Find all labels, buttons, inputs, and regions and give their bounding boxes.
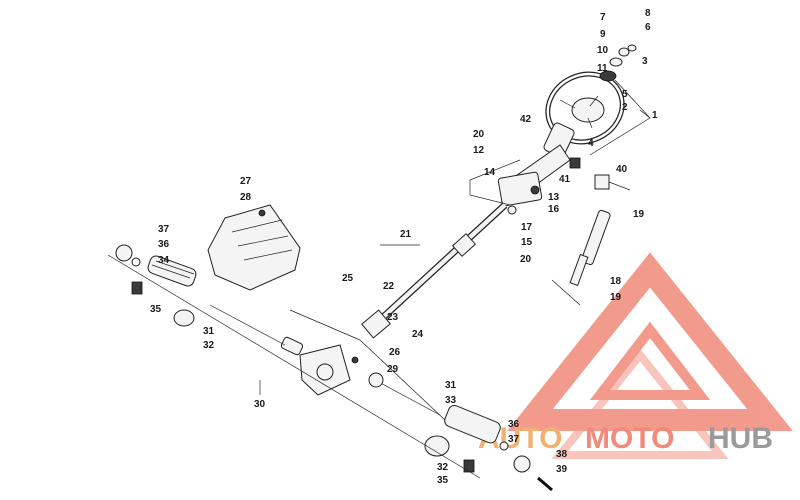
callout-25: 25 (342, 273, 354, 284)
callout-15: 15 (521, 237, 533, 248)
callout-labels: 1 2 3 4 5 6 7 8 9 10 11 12 13 14 15 16 1… (150, 8, 658, 486)
callout-6: 6 (645, 22, 651, 33)
callout-4: 4 (588, 138, 594, 149)
callout-9: 9 (600, 29, 606, 40)
watermark-word-moto: MOTO (585, 422, 674, 455)
callout-36-left: 36 (158, 239, 170, 250)
callout-24: 24 (412, 329, 424, 340)
callout-18: 18 (610, 276, 622, 287)
callout-27: 27 (240, 176, 252, 187)
callout-11: 11 (597, 63, 608, 74)
callout-29: 29 (387, 364, 399, 375)
leader-lines (107, 79, 651, 479)
callout-36-right: 36 (508, 419, 520, 430)
callout-37-left: 37 (158, 224, 170, 235)
mounting-bracket (207, 204, 301, 291)
callout-40: 40 (616, 164, 628, 175)
left-tie-rod (115, 244, 286, 346)
callout-17: 17 (521, 222, 533, 233)
callout-8: 8 (645, 8, 651, 19)
callout-30: 30 (254, 399, 266, 410)
ignition-connector (569, 157, 631, 191)
callout-5: 5 (622, 89, 628, 100)
callout-20-upper: 20 (473, 129, 485, 140)
callout-2: 2 (622, 102, 628, 113)
callout-32-right: 32 (437, 462, 449, 473)
right-tie-rod (368, 372, 553, 492)
callout-35-right: 35 (437, 475, 449, 486)
callout-19-upper: 19 (633, 209, 645, 220)
callout-10: 10 (597, 45, 609, 56)
callout-12: 12 (473, 145, 485, 156)
callout-1: 1 (652, 110, 658, 121)
steering-column-upper (497, 122, 575, 215)
callout-13: 13 (548, 192, 560, 203)
callout-7: 7 (600, 12, 606, 23)
steering-stabilizer (551, 209, 611, 306)
callout-32-left: 32 (203, 340, 215, 351)
callout-3: 3 (642, 56, 648, 67)
callout-14: 14 (484, 167, 496, 178)
watermark-word-hub: HUB (708, 422, 773, 455)
steering-wheel (545, 44, 637, 145)
rack-housing (280, 336, 359, 396)
callout-26: 26 (389, 347, 401, 358)
intermediate-shaft (361, 202, 508, 339)
callout-16: 16 (548, 204, 560, 215)
callout-35-left: 35 (150, 304, 162, 315)
callout-31-right: 31 (445, 380, 457, 391)
callout-42: 42 (520, 114, 532, 125)
callout-22: 22 (383, 281, 395, 292)
callout-37-right: 37 (508, 434, 520, 445)
callout-34: 34 (158, 255, 170, 266)
callout-31-left: 31 (203, 326, 215, 337)
callout-20-lower: 20 (520, 254, 532, 265)
callout-41: 41 (559, 174, 571, 185)
callout-38: 38 (556, 449, 568, 460)
callout-21: 21 (400, 229, 412, 240)
watermark-logo (507, 252, 793, 459)
callout-39: 39 (556, 464, 568, 475)
callout-19-lower: 19 (610, 292, 622, 303)
callout-23: 23 (387, 312, 399, 323)
callout-28: 28 (240, 192, 252, 203)
callout-33: 33 (445, 395, 457, 406)
